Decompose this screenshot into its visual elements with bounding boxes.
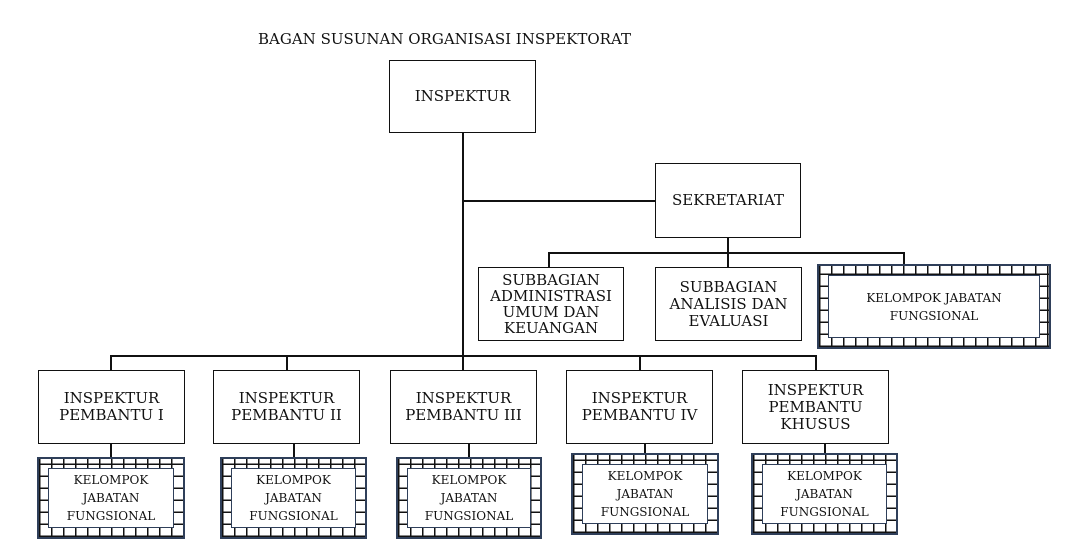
subbagian-umum-box: SUBBAGIAN ADMINISTRASI UMUM DAN KEUANGAN	[478, 267, 624, 341]
subbagian-label: SUBBAGIAN ANALISIS DAN EVALUASI	[669, 277, 788, 330]
inspektur-pembantu-box: INSPEKTUR PEMBANTU I	[38, 370, 185, 444]
connector	[462, 200, 655, 202]
connector	[727, 252, 729, 267]
connector	[286, 355, 288, 370]
subbagian-label: SUBBAGIAN ADMINISTRASI UMUM DAN KEUANGAN	[490, 271, 612, 337]
inspektur-pembantu-label: INSPEKTUR PEMBANTU KHUSUS	[767, 380, 864, 433]
kjf-sekretariat-box: KELOMPOK JABATAN FUNGSIONAL	[817, 264, 1051, 349]
connector	[462, 355, 464, 370]
connector	[293, 443, 295, 457]
connector	[644, 443, 646, 453]
kjf-box: KELOMPOK JABATAN FUNGSIONAL	[571, 453, 719, 535]
inspektur-pembantu-box: INSPEKTUR PEMBANTU II	[213, 370, 360, 444]
connector	[548, 252, 550, 267]
kjf-label: KELOMPOK JABATAN FUNGSIONAL	[866, 290, 1002, 323]
kjf-label: KELOMPOK JABATAN FUNGSIONAL	[600, 469, 690, 519]
chart-title: BAGAN SUSUNAN ORGANISASI INSPEKTORAT	[258, 30, 631, 48]
sekretariat-label: SEKRETARIAT	[672, 191, 784, 209]
kjf-box: KELOMPOK JABATAN FUNGSIONAL	[220, 457, 367, 539]
inspektur-pembantu-box: INSPEKTUR PEMBANTU III	[390, 370, 537, 444]
subbagian-analisis-box: SUBBAGIAN ANALISIS DAN EVALUASI	[655, 267, 802, 341]
inspektur-label: INSPEKTUR	[414, 87, 511, 105]
connector	[462, 132, 464, 356]
connector	[815, 355, 817, 370]
kjf-box: KELOMPOK JABATAN FUNGSIONAL	[37, 457, 185, 539]
connector	[824, 443, 826, 453]
connector	[639, 355, 641, 370]
kjf-label: KELOMPOK JABATAN FUNGSIONAL	[66, 473, 156, 523]
inspektur-pembantu-box: INSPEKTUR PEMBANTU KHUSUS	[742, 370, 889, 444]
connector	[548, 252, 904, 254]
kjf-box: KELOMPOK JABATAN FUNGSIONAL	[751, 453, 898, 535]
kjf-label: KELOMPOK JABATAN FUNGSIONAL	[249, 473, 338, 523]
inspektur-pembantu-label: INSPEKTUR PEMBANTU II	[231, 389, 342, 424]
connector	[468, 443, 470, 457]
inspektur-pembantu-label: INSPEKTUR PEMBANTU I	[59, 389, 164, 424]
kjf-box: KELOMPOK JABATAN FUNGSIONAL	[396, 457, 542, 539]
connector	[110, 443, 112, 457]
inspektur-box: INSPEKTUR	[389, 60, 536, 133]
inspektur-pembantu-box: INSPEKTUR PEMBANTU IV	[566, 370, 713, 444]
connector	[727, 237, 729, 253]
kjf-label: KELOMPOK JABATAN FUNGSIONAL	[424, 473, 514, 523]
kjf-label: KELOMPOK JABATAN FUNGSIONAL	[780, 469, 869, 519]
inspektur-pembantu-label: INSPEKTUR PEMBANTU III	[405, 389, 522, 424]
inspektur-pembantu-label: INSPEKTUR PEMBANTU IV	[581, 389, 698, 424]
connector	[903, 252, 905, 264]
sekretariat-box: SEKRETARIAT	[655, 163, 801, 238]
connector	[110, 355, 112, 370]
